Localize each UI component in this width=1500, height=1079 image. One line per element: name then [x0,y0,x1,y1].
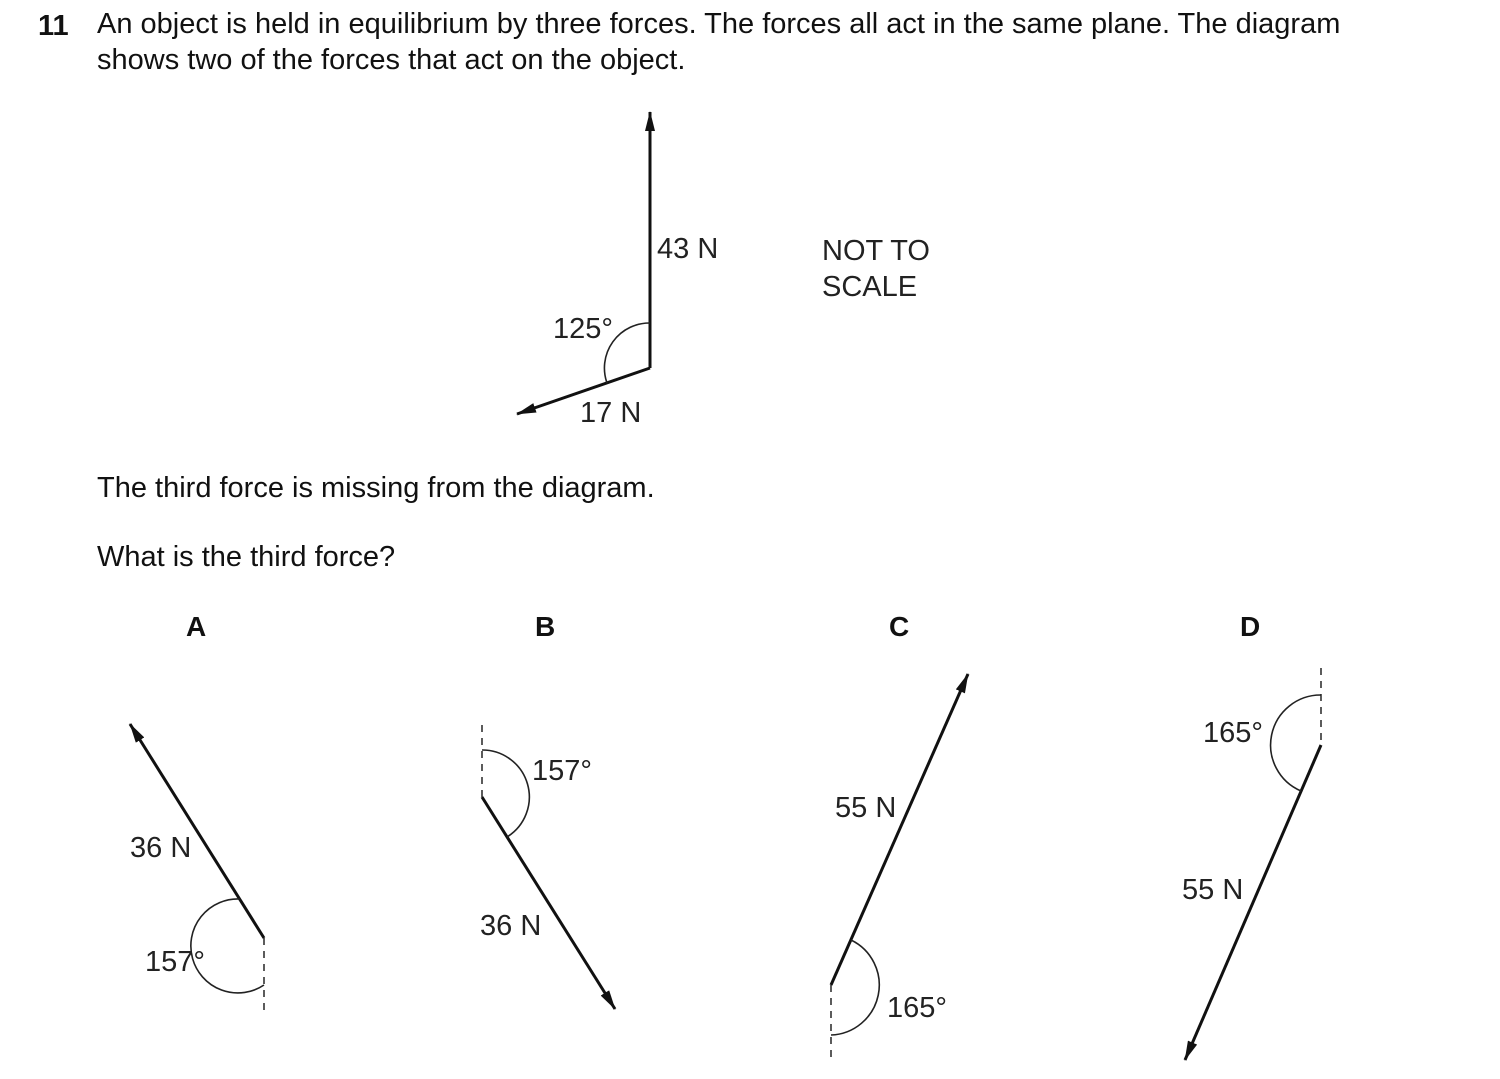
not-to-scale-line-2: SCALE [822,271,917,303]
force-label-17n: 17 N [580,397,641,429]
option-b[interactable]: B 157° 36 N [480,611,617,1010]
option-b-letter: B [535,611,555,642]
missing-force-statement: The third force is missing from the diag… [97,472,655,504]
option-a-letter: A [186,611,206,642]
main-force-diagram: 43 N 17 N 125° NOT TO SCALE [516,111,930,429]
option-c-angle-arc [830,939,881,1036]
option-a-force-arrow [128,723,266,939]
option-c-force-label: 55 N [835,792,896,824]
question-stem-line-1: An object is held in equilibrium by thre… [97,8,1341,40]
question-number: 11 [38,10,69,42]
option-b-force-arrow [480,796,617,1010]
option-c-force-arrow [829,673,970,986]
force-label-43n: 43 N [657,233,718,265]
force-arrow-17n [516,366,651,416]
question-stem-line-2: shows two of the forces that act on the … [97,44,686,76]
option-c-letter: C [889,611,909,642]
option-a[interactable]: A 36 N 157° [128,611,266,1010]
option-d-force-arrow [1183,744,1323,1061]
question-prompt: What is the third force? [97,541,396,573]
angle-arc-125 [603,322,651,384]
option-b-angle-label: 157° [532,755,592,787]
option-a-force-label: 36 N [130,832,191,864]
option-c[interactable]: C 55 N 165° [829,611,970,1060]
angle-label-125: 125° [553,313,613,345]
option-a-angle-arc [190,898,265,994]
option-d[interactable]: D 165° 55 N [1182,611,1323,1061]
option-d-letter: D [1240,611,1260,642]
option-d-angle-label: 165° [1203,717,1263,749]
not-to-scale-line-1: NOT TO [822,235,930,267]
option-b-angle-arc [481,749,531,838]
option-c-angle-label: 165° [887,992,947,1024]
option-d-force-label: 55 N [1182,874,1243,906]
option-a-angle-label: 157° [145,946,205,978]
option-b-force-label: 36 N [480,910,541,942]
option-d-angle-arc [1269,694,1322,792]
